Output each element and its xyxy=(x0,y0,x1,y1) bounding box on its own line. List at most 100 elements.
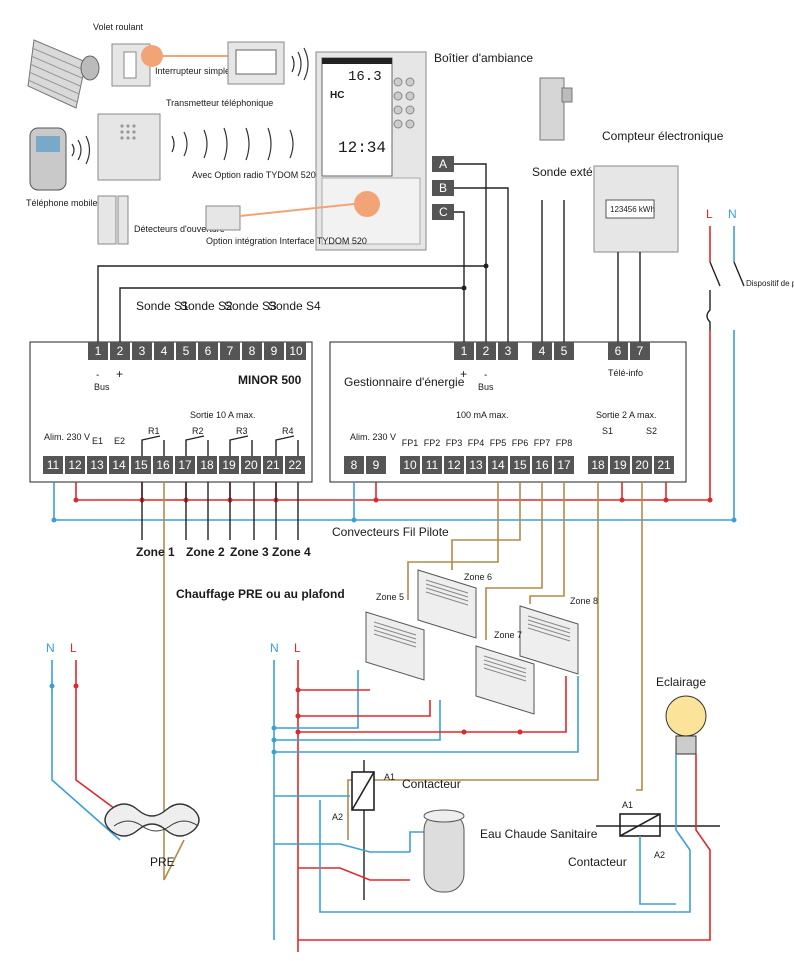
label-pre: PRE xyxy=(150,855,175,869)
minor-bottom-terminal-label-21: 21 xyxy=(266,458,280,472)
chauffage: Chauffage PRE ou au plafond xyxy=(176,587,345,601)
zone-7: Zone 7 xyxy=(494,630,522,640)
gest-top-label-4: 4 xyxy=(539,344,546,358)
zone-1: Zone 1 xyxy=(136,545,175,559)
minor-bottom-terminal-label-16: 16 xyxy=(156,458,170,472)
bus-c: C xyxy=(439,205,448,219)
contacteur2-a2: A2 xyxy=(654,850,665,860)
minor-e2: E2 xyxy=(114,436,125,446)
gest-bottom-label-11: 11 xyxy=(426,458,439,472)
minor-bottom-terminal-22 xyxy=(285,456,305,474)
relay-switch-R2 xyxy=(185,435,209,456)
zone-4: Zone 4 xyxy=(272,545,311,559)
gest-bottom-terminal-17 xyxy=(554,456,574,474)
gest-s1: S1 xyxy=(602,426,613,436)
radiator-zone-6 xyxy=(417,569,477,639)
minor-top-terminal-8 xyxy=(242,342,262,360)
minor-bottom-terminal-18 xyxy=(197,456,217,474)
zone-3: Zone 3 xyxy=(230,545,269,559)
label-integration: Option intégration Interface TYDOM 520 xyxy=(206,236,367,246)
transmetteur-icon xyxy=(97,113,161,181)
gest-top-terminal-5 xyxy=(554,342,574,360)
radio-waves-icon xyxy=(291,47,309,81)
minor-bottom-terminal-label-18: 18 xyxy=(200,458,214,472)
gest-top-terminal-7 xyxy=(630,342,650,360)
gest-bottom-terminal-8 xyxy=(344,456,364,474)
minor-top-terminal-7 xyxy=(220,342,240,360)
radiators xyxy=(365,569,579,715)
minor-bottom-terminal-17 xyxy=(175,456,195,474)
minor-top-terminal-label-7: 7 xyxy=(227,344,234,358)
label-telephone: Téléphone mobile xyxy=(26,198,98,208)
gest-bottom-label-8: 8 xyxy=(351,458,358,472)
label-L-left: L xyxy=(70,641,77,655)
minor-top-terminal-6 xyxy=(198,342,218,360)
label-L-center: L xyxy=(294,641,301,655)
gest-bottom-terminal-21 xyxy=(654,456,674,474)
gest-plus-sign: + xyxy=(460,367,467,381)
gest-top-label-3: 3 xyxy=(505,344,512,358)
minor-plus: + xyxy=(116,367,123,381)
gest-top-terminal-6 xyxy=(608,342,628,360)
gest-bottom-label-9: 9 xyxy=(373,458,380,472)
minor-bottom-terminal-label-14: 14 xyxy=(112,458,126,472)
gest-bottom-terminal-18 xyxy=(588,456,608,474)
integration-icon xyxy=(205,205,241,231)
minor-bottom-terminal-label-15: 15 xyxy=(134,458,148,472)
gest-bottom-terminal-20 xyxy=(632,456,652,474)
gest-teleinfo: Télé-info xyxy=(608,368,643,378)
minor-top-terminal-label-4: 4 xyxy=(161,344,168,358)
zone-2: Zone 2 xyxy=(186,545,225,559)
label-transmetteur: Transmetteur téléphonique xyxy=(166,98,273,108)
minor-top-terminal-label-8: 8 xyxy=(249,344,256,358)
gest-bottom-terminal-11 xyxy=(422,456,442,474)
label-N-center: N xyxy=(270,641,279,655)
contacteur1-label: Contacteur xyxy=(402,777,461,791)
gest-fp-3: FP3 xyxy=(446,438,463,448)
minor-bottom-terminal-label-11: 11 xyxy=(47,458,60,472)
pre-heating-icon xyxy=(104,803,200,837)
minor-top-terminal-label-9: 9 xyxy=(271,344,278,358)
label-radio-option: Avec Option radio TYDOM 520 xyxy=(192,170,316,180)
bus-b: B xyxy=(439,181,447,195)
relay-R2: R2 xyxy=(192,426,204,436)
gest-bottom-label-18: 18 xyxy=(591,458,605,472)
boitier-time: 12:34 xyxy=(338,139,386,157)
gest-bottom-terminal-14 xyxy=(488,456,508,474)
gest-minus-sign: - xyxy=(484,370,487,381)
zone-5: Zone 5 xyxy=(376,592,404,602)
contacteur-eclairage xyxy=(298,754,720,941)
gest-bottom-label-20: 20 xyxy=(635,458,649,472)
minor-top-terminal-label-3: 3 xyxy=(139,344,146,358)
sonde-s3: Sonde S3 xyxy=(224,299,277,313)
relay-switch-R1 xyxy=(141,435,165,456)
bus-a: A xyxy=(439,157,447,171)
label-volet: Volet roulant xyxy=(93,22,144,32)
gest-bottom-label-10: 10 xyxy=(403,458,417,472)
minor-alim: Alim. 230 V xyxy=(44,432,90,442)
fil-pilote-wires xyxy=(347,482,643,840)
gest-top-terminal-4 xyxy=(532,342,552,360)
gest-top-label-5: 5 xyxy=(561,344,568,358)
minor-bottom-terminal-label-17: 17 xyxy=(178,458,192,472)
contacteur2-a1: A1 xyxy=(622,800,633,810)
gest-ma: 100 mA max. xyxy=(456,410,509,420)
gest-bottom-label-12: 12 xyxy=(447,458,461,472)
gest-bottom-terminal-15 xyxy=(510,456,530,474)
gest-bus: Bus xyxy=(478,382,494,392)
compteur-value: 123456 kWh xyxy=(610,205,655,214)
gest-bottom-terminal-16 xyxy=(532,456,552,474)
orange-dot-icon xyxy=(141,45,163,67)
detecteur-icon xyxy=(97,195,117,245)
gest-alim: Alim. 230 V xyxy=(350,432,396,442)
minor-bottom-terminal-12 xyxy=(65,456,85,474)
gest-bottom-terminal-19 xyxy=(610,456,630,474)
minor-top-terminal-label-5: 5 xyxy=(183,344,190,358)
boitier-temp: 16.3 xyxy=(348,69,382,85)
minor-minus: - xyxy=(96,370,99,381)
